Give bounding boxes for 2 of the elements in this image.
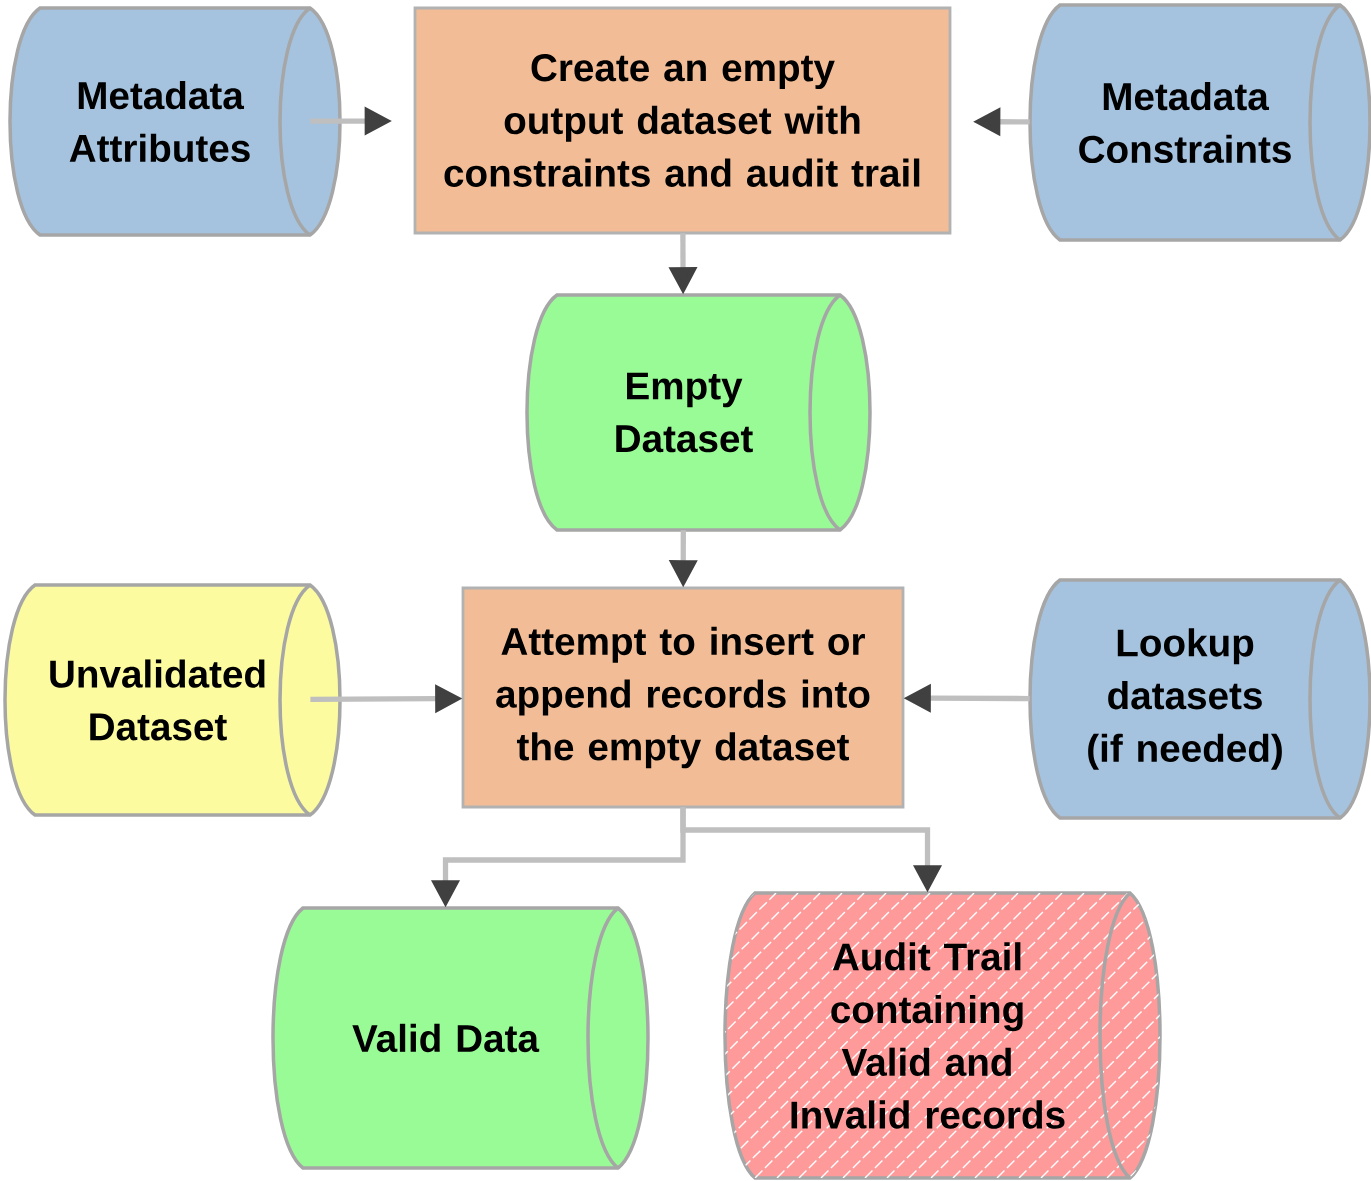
process-box: Attempt to insert or append records into the empty dataset — [461, 586, 905, 809]
process-box: Create an empty output dataset with constraints and audit trail — [413, 6, 952, 235]
